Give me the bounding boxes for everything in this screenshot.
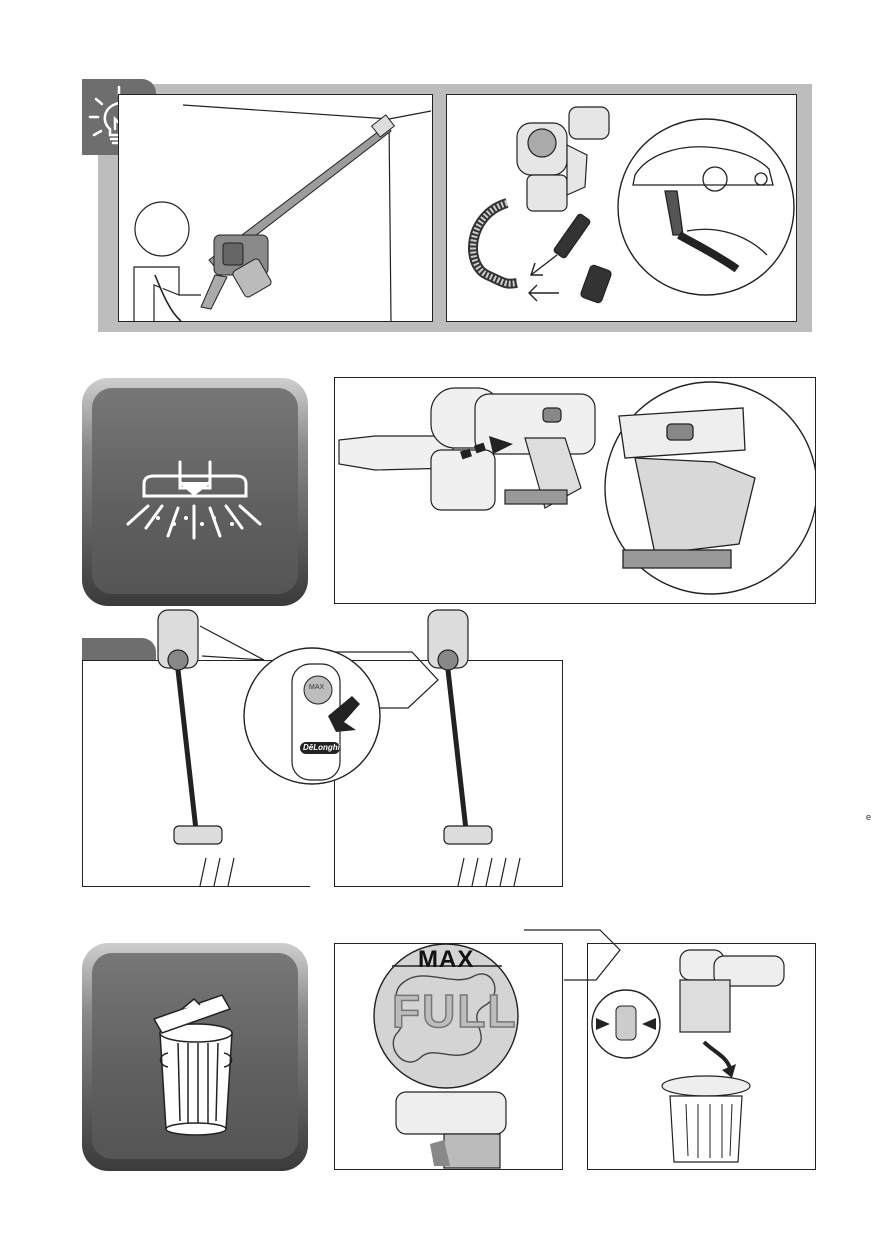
handheld-accessory-illustration (447, 95, 796, 321)
max-fill-label: MAX (418, 946, 474, 974)
trigger-panel (334, 377, 816, 604)
ceiling-cleaning-illustration (119, 95, 432, 321)
trash-bin-tile (82, 943, 308, 1171)
ceiling-cleaning-panel (118, 94, 433, 322)
empty-bin-illustration (334, 926, 816, 1170)
floor-nozzle-tile (82, 378, 308, 606)
trash-bin-icon (82, 943, 308, 1171)
brand-logo: DēLonghi (303, 743, 340, 752)
trigger-press-illustration (335, 378, 815, 603)
full-indicator-label: FULL (392, 984, 518, 1038)
max-button-label: MAX (309, 684, 324, 691)
accessory-panel (446, 94, 797, 322)
floor-nozzle-icon (82, 378, 308, 606)
side-mark: e (866, 812, 871, 822)
